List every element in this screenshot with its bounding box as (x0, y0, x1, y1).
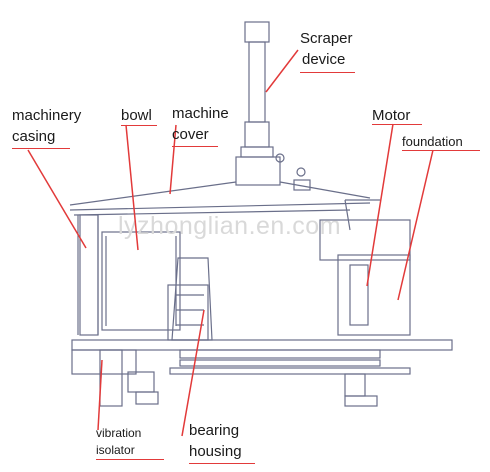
label-motor: Motor (372, 107, 411, 124)
leader-motor (366, 123, 394, 287)
label-bearing-housing-line1: bearing (189, 422, 240, 439)
label-scraper-device-line2: device (302, 51, 346, 68)
underline-motor (372, 124, 422, 125)
underline-bowl (121, 125, 157, 126)
underline-scraper-device (300, 72, 355, 73)
leader-bowl (125, 124, 139, 251)
machinery-casing (77, 214, 99, 336)
watermark-text: lyzhonglian.en.com (118, 212, 342, 240)
underline-machinery-casing (12, 148, 70, 149)
label-machinery-casing-line2: casing (12, 128, 56, 145)
underline-vibration-isolator (96, 459, 164, 460)
scraper-column (235, 21, 311, 191)
label-scraper-device-line1: Scraper (300, 30, 353, 47)
leader-machinery-casing (27, 149, 87, 249)
label-foundation: foundation (402, 134, 463, 149)
machine-cover (69, 181, 371, 216)
underline-bearing-housing (189, 463, 255, 464)
base-frame (71, 339, 453, 407)
leader-vibration-isolator (97, 359, 103, 431)
label-machinery-casing-line1: machinery (12, 107, 82, 124)
leader-foundation (397, 149, 434, 301)
label-vibration-isolator-line1: vibration (96, 426, 142, 440)
label-machine-cover-line2: cover (172, 126, 209, 143)
underline-machine-cover (172, 146, 218, 147)
motor (319, 199, 411, 336)
leader-scraper-device (265, 49, 299, 93)
label-bearing-housing-line2: housing (189, 443, 242, 460)
label-bowl: bowl (121, 107, 152, 124)
leader-machine-cover (169, 124, 177, 195)
label-vibration-isolator-line2: isolator (96, 443, 135, 457)
leader-bearing-housing (181, 309, 205, 437)
underline-foundation (402, 150, 480, 151)
label-machine-cover-line1: machine (172, 105, 229, 122)
